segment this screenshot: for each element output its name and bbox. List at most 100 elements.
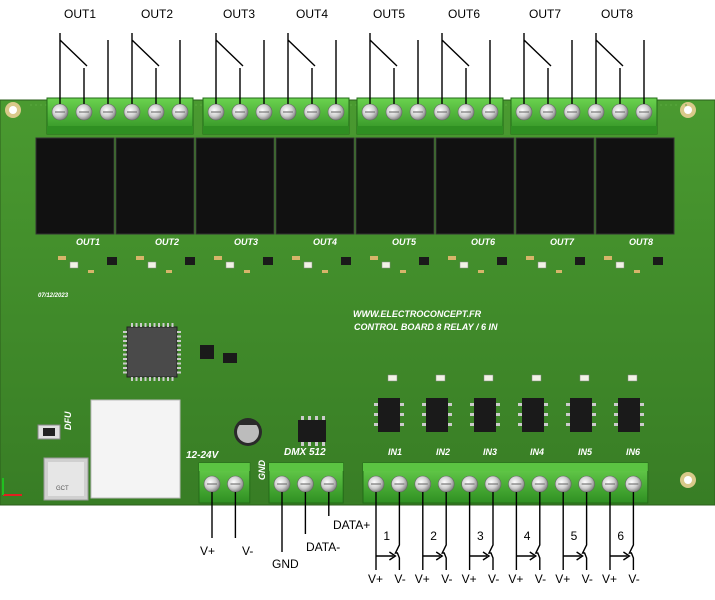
mounting-hole-icon <box>680 472 696 488</box>
input-led-icon <box>531 374 542 382</box>
optocoupler-chip <box>374 398 404 432</box>
input-switch-wire <box>468 492 494 570</box>
screw-terminal-icon <box>391 475 408 493</box>
screw-terminal-icon <box>75 103 93 121</box>
optocoupler-chip <box>470 398 500 432</box>
relay <box>595 137 675 235</box>
relay <box>435 137 515 235</box>
screw-terminal-icon <box>303 103 321 121</box>
optocoupler-chip <box>518 398 548 432</box>
screw-terminal-icon <box>457 103 475 121</box>
relay-silk-label: OUT6 <box>471 237 496 247</box>
input-vplus-label: V+ <box>508 572 524 586</box>
input-switch-wire <box>609 492 635 570</box>
terminal-block <box>510 97 658 135</box>
dmx-gnd-label: GND <box>272 557 299 571</box>
ic-chip <box>223 353 237 363</box>
relay-silk-label: OUT4 <box>313 237 338 247</box>
relay <box>115 137 195 235</box>
power-vplus-label: V+ <box>200 544 216 558</box>
screw-terminal-icon <box>327 103 345 121</box>
mounting-hole-icon <box>680 102 696 118</box>
status-led-icon <box>225 261 235 269</box>
input-silk-label: IN1 <box>388 447 403 457</box>
status-led-icon <box>615 261 625 269</box>
input-switch-wire <box>422 492 447 570</box>
ic-chip <box>200 345 214 359</box>
out-label: OUT6 <box>448 7 481 21</box>
screw-terminal-icon <box>320 475 338 493</box>
input-silk-label: IN5 <box>578 447 593 457</box>
input-number-label: 4 <box>523 529 531 543</box>
usb-connector <box>43 399 181 501</box>
screw-terminal-icon <box>414 475 432 493</box>
mounting-hole-icon <box>5 102 21 118</box>
relay <box>275 137 355 235</box>
status-led-icon <box>537 261 547 269</box>
out-label: OUT5 <box>373 7 406 21</box>
out-label: OUT3 <box>223 7 256 21</box>
input-vminus-label: V- <box>628 572 640 586</box>
microcontroller-chip <box>123 323 181 381</box>
terminal-block <box>356 97 504 135</box>
status-led-icon <box>69 261 79 269</box>
screw-terminal-icon <box>587 103 605 121</box>
relay-silk-label: OUT7 <box>550 237 575 247</box>
power-label: 12-24V <box>186 450 219 461</box>
terminal-block <box>362 462 649 504</box>
screw-terminal-icon <box>578 475 595 493</box>
input-led-icon <box>387 374 398 382</box>
screw-terminal-icon <box>147 103 165 121</box>
input-vminus-label: V- <box>534 572 547 586</box>
input-vminus-label: V- <box>394 572 406 586</box>
dmx-transceiver-chip <box>298 416 326 446</box>
screw-terminal-icon <box>279 103 297 121</box>
screw-terminal-icon <box>171 103 189 121</box>
input-number-label: 6 <box>617 529 625 543</box>
usb-label: GCT <box>56 486 69 492</box>
relay-switch-wire <box>59 33 109 104</box>
out-label: OUT1 <box>64 7 97 21</box>
input-led-icon <box>579 374 590 382</box>
relay-switch-wire <box>287 33 337 104</box>
input-number-label: 1 <box>383 529 391 543</box>
relay-switch-wire <box>369 33 419 104</box>
screw-terminal-icon <box>539 103 557 121</box>
power-vminus-label: V- <box>242 544 254 558</box>
relay-switch-wire <box>523 33 573 104</box>
optocoupler-chip <box>422 398 452 432</box>
out-label: OUT2 <box>141 7 174 21</box>
screw-terminal-icon <box>554 475 572 493</box>
screw-terminal-icon <box>51 103 69 121</box>
relay-silk-label: OUT8 <box>629 237 654 247</box>
input-led-icon <box>483 374 494 382</box>
status-led-icon <box>303 261 313 269</box>
input-vminus-label: V- <box>441 572 453 586</box>
out-label: OUT4 <box>296 7 329 21</box>
dmx-label: DMX 512 <box>284 447 326 458</box>
input-vplus-label: V+ <box>414 572 430 586</box>
relay <box>515 137 595 235</box>
dfu-label: DFU <box>63 411 73 431</box>
screw-terminal-icon <box>203 475 221 493</box>
dmx-data-minus-label: DATA- <box>306 540 341 554</box>
board-url: WWW.ELECTROCONCEPT.FR <box>353 309 482 319</box>
input-switch-wire <box>562 492 588 570</box>
screw-terminal-icon <box>361 103 379 121</box>
screw-terminal-icon <box>123 103 141 121</box>
screw-terminal-icon <box>625 475 642 493</box>
input-silk-label: IN6 <box>626 447 641 457</box>
input-silk-label: IN4 <box>530 447 545 457</box>
screw-terminal-icon <box>367 475 385 493</box>
out-label: OUT7 <box>529 7 562 21</box>
screw-terminal-icon <box>481 103 499 121</box>
input-switch-wire <box>375 492 401 570</box>
screw-terminal-icon <box>461 475 478 493</box>
screw-terminal-icon <box>484 475 502 493</box>
input-vplus-label: V+ <box>555 572 571 586</box>
dmx-data-plus-label: DATA+ <box>333 518 371 532</box>
input-switch-wire <box>515 492 541 570</box>
input-vplus-label: V+ <box>368 572 384 586</box>
gnd-label: GND <box>257 460 267 480</box>
terminal-block <box>202 97 350 135</box>
